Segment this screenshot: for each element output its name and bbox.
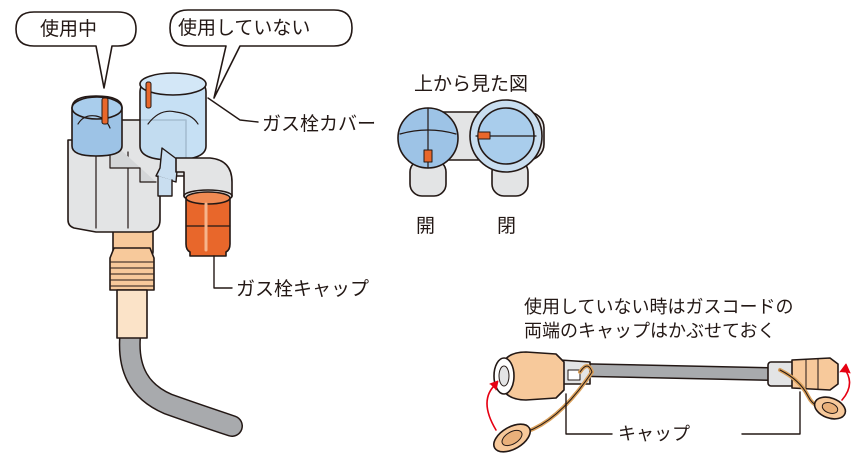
bubble-in-use bbox=[15, 11, 137, 89]
red-arrows bbox=[486, 363, 851, 431]
top-view-open-handle bbox=[397, 107, 459, 169]
leader-lines bbox=[207, 97, 259, 289]
cord-note-line1: 使用していない時はガスコードの bbox=[524, 297, 794, 318]
cover-label: ガス栓カバー bbox=[262, 113, 377, 135]
gas-valve bbox=[67, 72, 243, 437]
hose-socket-ridges bbox=[110, 261, 154, 287]
open-label: 開 bbox=[416, 215, 436, 237]
cap-callout-lines bbox=[565, 391, 801, 435]
top-view-title: 上から見た図 bbox=[414, 73, 529, 95]
left-red-arrow bbox=[486, 383, 497, 431]
cord-note-line2: 両端のキャップはかぶせておく bbox=[524, 321, 776, 342]
cord-cap-label: キャップ bbox=[618, 424, 690, 445]
bubble-not-in-use-text: 使用していない bbox=[178, 17, 311, 39]
top-view-closed-handle bbox=[469, 99, 543, 173]
bubble-in-use-text: 使用中 bbox=[40, 18, 98, 40]
cap-label: ガス栓キャップ bbox=[236, 278, 370, 300]
gas-cord bbox=[493, 351, 847, 453]
bubble-not-in-use bbox=[169, 9, 353, 99]
top-view-diagram bbox=[397, 99, 545, 197]
closed-label: 閉 bbox=[497, 215, 517, 237]
